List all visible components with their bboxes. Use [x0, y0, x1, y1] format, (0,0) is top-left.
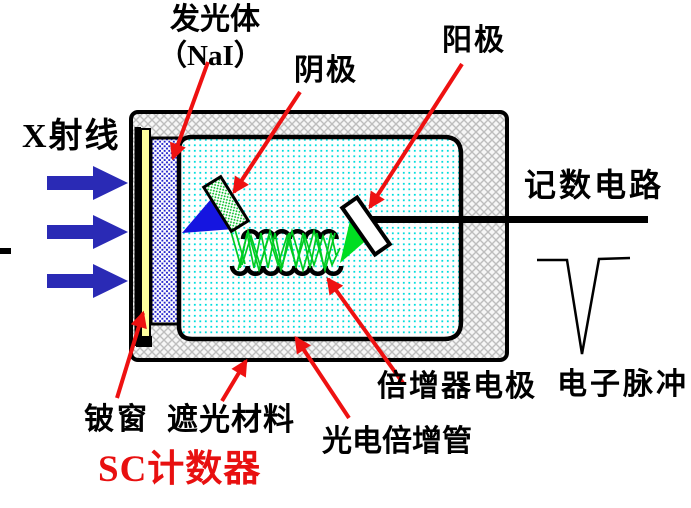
pointer-arrow-beryllium-window: [115, 310, 147, 399]
electron-cone: [340, 208, 377, 263]
photocathode-plate: [201, 174, 251, 234]
pointer-arrow-anode: [368, 62, 464, 210]
pointer-arrow-cathode: [232, 90, 302, 195]
pointer-arrows: [115, 61, 464, 420]
label-counter-title: SC计数器: [98, 449, 262, 490]
label-xray: X射线: [22, 118, 121, 155]
signal-wire: [368, 216, 648, 223]
window-frame-bar: [134, 127, 141, 346]
anode-plate: [339, 194, 393, 258]
label-shading-material: 遮光材料: [167, 402, 295, 437]
label-multiplier-electrodes: 倍增器电极: [377, 370, 537, 403]
xray-arrow-icon: [47, 166, 128, 200]
label-photomultiplier-tube: 光电倍增管: [322, 425, 472, 458]
pulse-waveform: [537, 256, 631, 355]
label-electron-pulse: 电子脉冲: [557, 368, 689, 401]
pointer-arrow-photomultiplier: [294, 335, 351, 420]
pointer-arrow-dynodes: [326, 276, 405, 385]
label-scintillator-line2: （NaI）: [158, 40, 263, 72]
nai-scintillator-crystal: [149, 136, 181, 326]
label-scintillator-line1: 发光体: [170, 3, 260, 36]
xray-beam-arrows: [47, 166, 128, 298]
label-counting-circuit: 记数电路: [524, 167, 665, 203]
light-cone: [182, 199, 234, 233]
edge-mark: [0, 248, 11, 254]
beryllium-window: [140, 128, 151, 344]
xray-arrow-icon: [47, 215, 128, 249]
pointer-arrow-scintillator: [169, 61, 210, 161]
label-anode: 阳极: [442, 24, 506, 57]
label-beryllium-window: 铍窗: [84, 403, 150, 436]
label-cathode: 阴极: [294, 54, 358, 87]
window-frame-step: [136, 336, 152, 347]
xray-arrow-icon: [47, 264, 128, 298]
pointer-arrow-shading-material: [220, 358, 248, 403]
